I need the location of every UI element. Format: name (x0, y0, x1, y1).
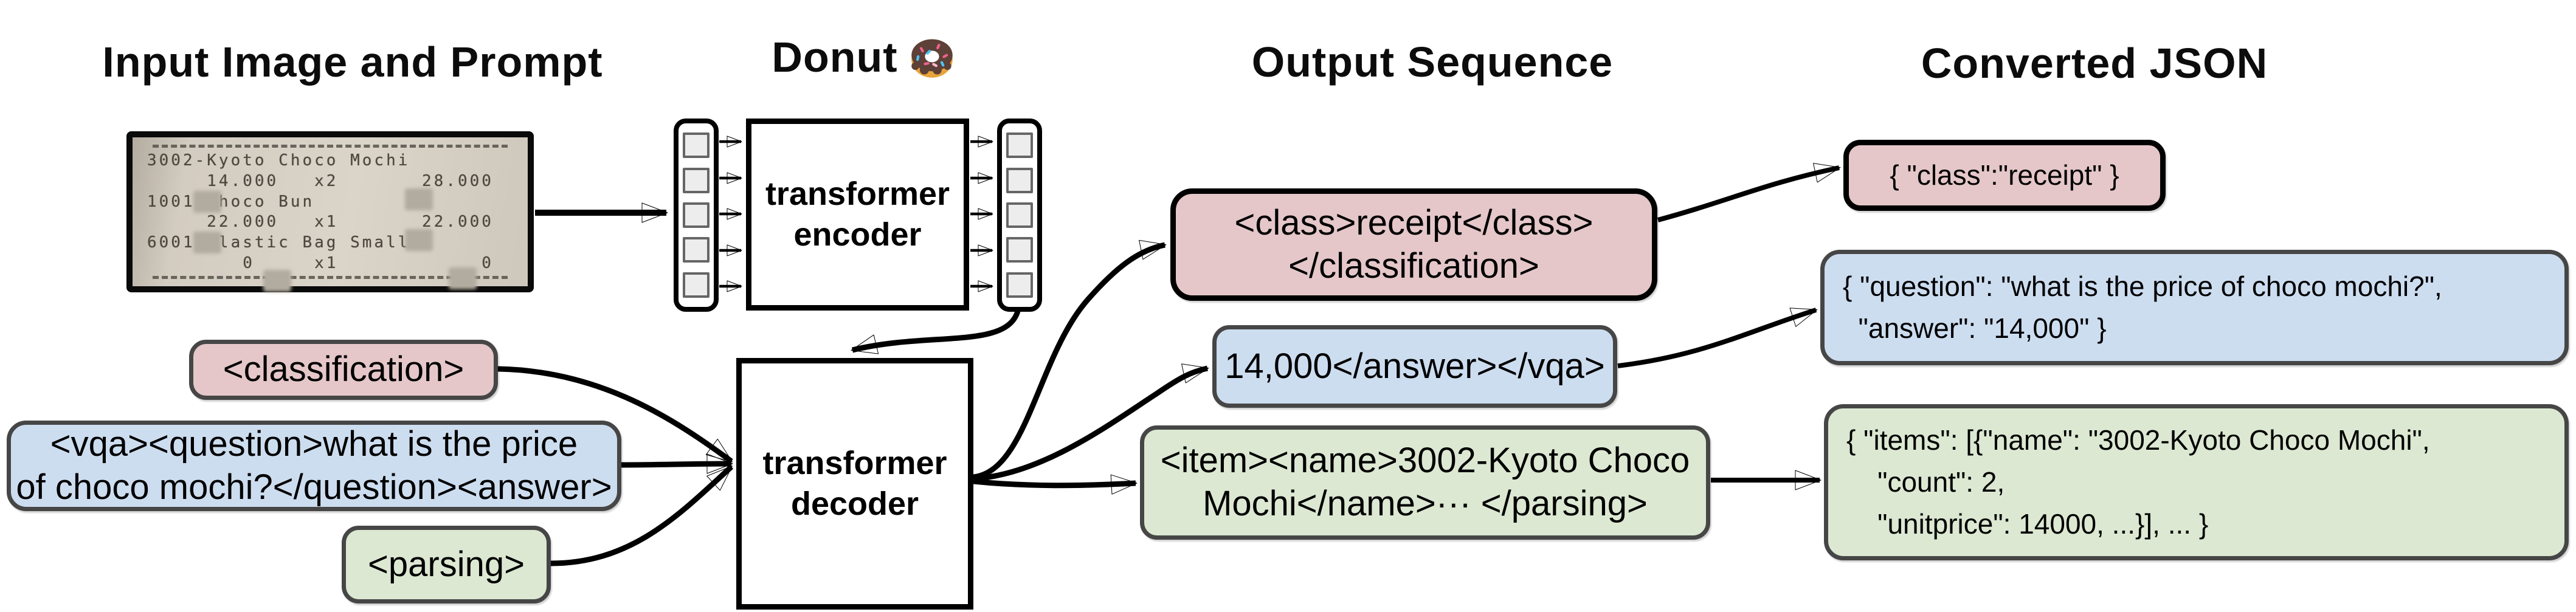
receipt-divider-bottom (153, 276, 508, 279)
model-name-label: Donut (772, 33, 898, 81)
encoder-output-embedding-strip (997, 119, 1042, 312)
patch-token (683, 202, 710, 228)
receipt-line: 14.000 x2 28.000 (147, 171, 494, 190)
prompt-vqa-box: <vqa><question>what is the price of choc… (7, 421, 621, 511)
embedding-token (1006, 202, 1033, 228)
prompt-classification-box: <classification> (189, 340, 498, 400)
encoder-input-patch-strip (674, 119, 719, 312)
json-classification-box: { "class":"receipt" } (1843, 140, 2166, 211)
transformer-encoder-box: transformer encoder (746, 119, 969, 311)
embedding-token (1006, 237, 1033, 263)
arrow-output-to-json-classification (1657, 163, 1841, 222)
column-header-json: Converted JSON (1921, 40, 2268, 87)
arrow-decoder-to-output-parsing (973, 474, 1138, 495)
patch-token (683, 132, 710, 159)
receipt-line: 3002-Kyoto Choco Mochi (147, 151, 410, 170)
patch-token (683, 237, 710, 263)
censor-patch (193, 232, 221, 253)
decoder-label: transformer decoder (762, 444, 947, 523)
embedding-token (1006, 132, 1033, 159)
arrow-output-to-json-vqa (1617, 308, 1818, 368)
output-vqa-box: 14,000</answer></vqa> (1212, 325, 1617, 408)
censor-patch (449, 267, 477, 289)
receipt-image: 3002-Kyoto Choco Mochi 14.000 x2 28.000 … (126, 131, 534, 292)
donut-emoji-icon (911, 39, 953, 78)
receipt-divider-top (153, 144, 508, 148)
column-header-input: Input Image and Prompt (102, 38, 603, 86)
censor-patch (263, 270, 291, 292)
output-classification-box: <class>receipt</class> </classification> (1170, 188, 1657, 301)
embedding-token (1006, 272, 1033, 298)
censor-patch (193, 191, 221, 213)
censor-patch (405, 188, 433, 210)
json-parsing-box: { "items": [{"name": "3002-Kyoto Choco M… (1824, 404, 2569, 560)
patch-token (683, 272, 710, 298)
arrow-prompt-vqa-to-decoder (621, 453, 733, 474)
prompt-parsing-box: <parsing> (342, 526, 551, 603)
column-header-output: Output Sequence (1251, 38, 1614, 86)
output-parsing-box: <item><name>3002-Kyoto Choco Mochi</name… (1140, 425, 1710, 540)
json-vqa-box: { "question": "what is the price of choc… (1820, 250, 2569, 365)
censor-patch (405, 229, 433, 251)
column-header-model: Donut (736, 33, 991, 81)
arrow-embedding-to-decoder (851, 310, 1021, 354)
patch-token (683, 167, 710, 193)
receipt-line: 22.000 x1 22.000 (147, 213, 494, 232)
transformer-decoder-box: transformer decoder (736, 358, 973, 610)
embedding-token (1006, 167, 1033, 193)
encoder-label: transformer encoder (765, 175, 950, 253)
receipt-line: 0 x1 0 (147, 254, 494, 273)
